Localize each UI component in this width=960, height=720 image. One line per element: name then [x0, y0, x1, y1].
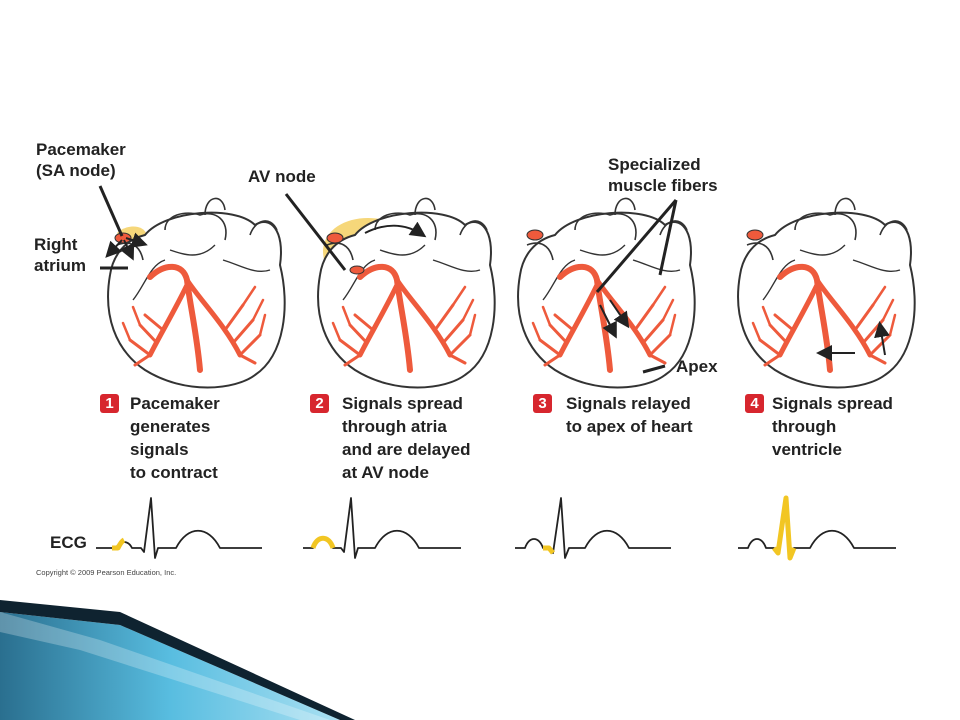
- ecg-label: ECG: [50, 533, 87, 552]
- specialized-fibers-label: Specialized muscle fibers: [608, 155, 718, 195]
- copyright-text: Copyright © 2009 Pearson Education, Inc.: [36, 568, 177, 577]
- pointer-lines: [98, 185, 678, 374]
- step-3-badge: 3: [533, 394, 552, 413]
- heart-2: [317, 197, 496, 389]
- heart-1: [107, 197, 286, 389]
- step-4-text: Signals spread through ventricle: [772, 394, 893, 459]
- step-2-badge: 2: [310, 394, 329, 413]
- apex-label: Apex: [676, 357, 718, 376]
- ecg-traces: [96, 495, 896, 561]
- step-1-text: Pacemaker generates signals to contract: [130, 394, 220, 482]
- step-4-badge: 4: [745, 394, 764, 413]
- step-1-badge: 1: [100, 394, 119, 413]
- heart-3: [517, 197, 696, 389]
- av-node-label: AV node: [248, 167, 316, 186]
- right-atrium-label: Right atrium: [34, 235, 86, 275]
- pacemaker-label: Pacemaker (SA node): [36, 140, 126, 180]
- step-2-text: Signals spread through atria and are del…: [342, 394, 471, 482]
- step-3-text: Signals relayed to apex of heart: [566, 394, 693, 436]
- sa-node-arrows: [105, 232, 148, 261]
- heart-4: [737, 197, 916, 389]
- corner-banner: [0, 600, 355, 720]
